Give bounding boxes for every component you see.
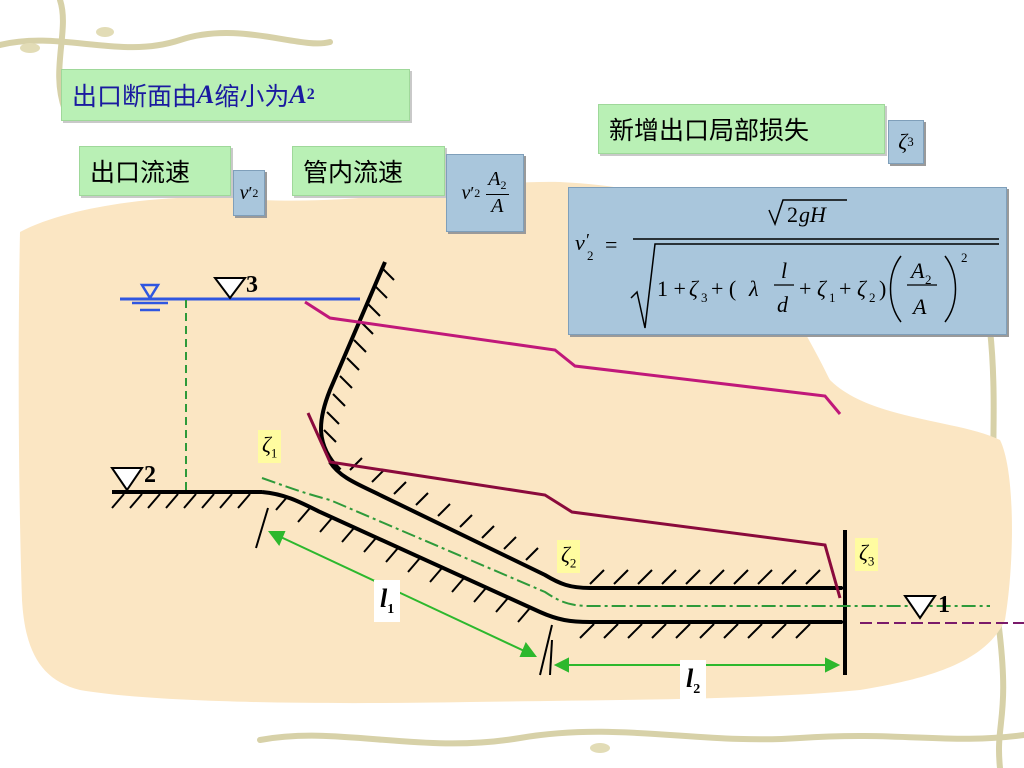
outlet-velocity-label: 出口流速 bbox=[79, 146, 231, 196]
water-level-icon bbox=[132, 283, 168, 312]
l1-label: l1 bbox=[374, 580, 401, 623]
pipe-upper-wall bbox=[328, 460, 842, 590]
svg-text:A: A bbox=[909, 258, 925, 283]
svg-text:+: + bbox=[799, 276, 811, 301]
level-2-triangle-icon bbox=[110, 467, 144, 492]
svg-text:gH: gH bbox=[799, 202, 827, 227]
energy-grade-line bbox=[304, 300, 842, 415]
svg-text:1 +: 1 + bbox=[657, 276, 686, 301]
svg-text:′: ′ bbox=[586, 230, 590, 250]
pipe-velocity-formula: v′2 A2 A bbox=[446, 154, 524, 232]
area-A2-symbol: A bbox=[289, 80, 307, 109]
level-3-triangle-icon bbox=[213, 277, 247, 300]
svg-text:=: = bbox=[605, 232, 617, 257]
level-3-label: 3 bbox=[246, 272, 258, 298]
zeta2-label: ζ2 bbox=[557, 540, 581, 574]
svg-text:2: 2 bbox=[787, 202, 798, 227]
zeta3-label: ζ3 bbox=[855, 538, 879, 572]
svg-text:2: 2 bbox=[961, 250, 968, 265]
area-A-symbol: A bbox=[197, 80, 215, 109]
svg-text:λ: λ bbox=[748, 276, 759, 301]
svg-text:ζ: ζ bbox=[817, 276, 828, 301]
zeta1-label: ζ1 bbox=[258, 430, 282, 464]
svg-text:2: 2 bbox=[925, 272, 932, 287]
svg-text:+ (: + ( bbox=[711, 276, 736, 301]
level-2-label: 2 bbox=[144, 462, 156, 488]
level-1-label: 1 bbox=[938, 592, 950, 618]
svg-text:ζ: ζ bbox=[689, 276, 700, 301]
svg-text:3: 3 bbox=[701, 290, 708, 305]
hydraulic-grade-line bbox=[306, 412, 842, 599]
pipe-velocity-label: 管内流速 bbox=[292, 146, 445, 196]
new-outlet-loss-note: 新增出口局部损失 bbox=[598, 104, 885, 154]
svg-text:): ) bbox=[879, 276, 886, 301]
reservoir-wall bbox=[319, 261, 387, 472]
svg-text:ζ: ζ bbox=[857, 276, 868, 301]
svg-text:2: 2 bbox=[869, 290, 876, 305]
outlet-shrink-text: 出口断面由 bbox=[72, 82, 198, 111]
l1-dimension-arrow bbox=[268, 531, 537, 657]
svg-text:l: l bbox=[781, 258, 787, 283]
svg-text:A: A bbox=[911, 294, 927, 319]
pipe-centerline bbox=[261, 477, 990, 607]
outlet-velocity-formula: v ′ 2 = 2 gH 1 + ζ 3 + ( λ l d + ζ 1 + ζ… bbox=[575, 199, 999, 329]
outlet-shrink-mid: 缩小为 bbox=[214, 82, 290, 111]
pipe-lower-wall bbox=[261, 490, 842, 624]
svg-text:v: v bbox=[575, 230, 585, 255]
level-1-triangle-icon bbox=[903, 595, 937, 620]
svg-text:2: 2 bbox=[587, 248, 594, 263]
outlet-velocity-symbol: v′2 bbox=[233, 170, 265, 216]
l2-label: l2 bbox=[680, 660, 707, 703]
svg-text:1: 1 bbox=[829, 290, 836, 305]
svg-text:d: d bbox=[777, 292, 789, 317]
svg-text:+: + bbox=[839, 276, 851, 301]
outlet-velocity-formula-box: v ′ 2 = 2 gH 1 + ζ 3 + ( λ l d + ζ 1 + ζ… bbox=[568, 187, 1007, 335]
